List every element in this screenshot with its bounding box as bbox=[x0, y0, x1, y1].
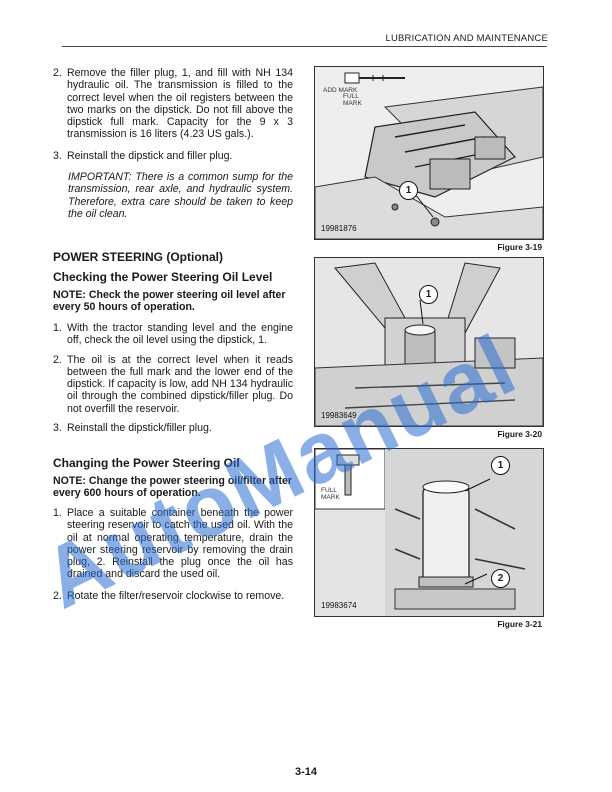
change-step-2: 2. Rotate the filter/reservoir clockwise… bbox=[53, 590, 293, 602]
subsection-heading-change: Changing the Power Steering Oil bbox=[53, 456, 240, 470]
figure-3-19-label: Figure 3-19 bbox=[497, 242, 542, 252]
step-text: Reinstall the dipstick/filler plug. bbox=[67, 422, 212, 435]
step-2: 2. Remove the filler plug, 1, and fill w… bbox=[53, 67, 293, 141]
subsection-heading-check: Checking the Power Steering Oil Level bbox=[53, 270, 273, 284]
step-text: With the tractor standing level and the … bbox=[67, 322, 293, 347]
change-note: NOTE: Change the power steering oil/filt… bbox=[53, 475, 292, 500]
step-number: 2. bbox=[53, 353, 62, 366]
running-header: LUBRICATION AND MAINTENANCE bbox=[385, 33, 548, 44]
figure-id: 19983649 bbox=[321, 411, 357, 420]
callout-1: 1 bbox=[399, 181, 418, 200]
step-text: Place a suitable container beneath the p… bbox=[67, 507, 293, 581]
check-step-3: 3. Reinstall the dipstick/filler plug. bbox=[53, 422, 293, 434]
step-text: Reinstall the dipstick and filler plug. bbox=[67, 149, 233, 162]
top-text-block: 2. Remove the filler plug, 1, and fill w… bbox=[53, 67, 293, 220]
check-steps: 1. With the tractor standing level and t… bbox=[53, 322, 293, 434]
step-number: 3. bbox=[53, 149, 62, 162]
figure-3-20-image: 1 19983649 bbox=[314, 257, 544, 427]
check-step-2: 2. The oil is at the correct level when … bbox=[53, 354, 293, 415]
step-3: 3. Reinstall the dipstick and filler plu… bbox=[53, 150, 293, 162]
step-number: 2. bbox=[53, 67, 62, 79]
callout-1: 1 bbox=[491, 456, 510, 475]
full-mark-label: FULL MARK bbox=[343, 93, 362, 107]
step-text: The oil is at the correct level when it … bbox=[67, 353, 293, 415]
full-mark-label: FULL MARK bbox=[321, 487, 340, 501]
filter-reservoir-illustration bbox=[315, 449, 543, 616]
change-step-1: 1. Place a suitable container beneath th… bbox=[53, 507, 293, 581]
check-note: NOTE: Check the power steering oil level… bbox=[53, 289, 286, 314]
step-number: 1. bbox=[53, 322, 62, 334]
step-number: 1. bbox=[53, 507, 62, 519]
transmission-illustration bbox=[315, 67, 543, 239]
add-mark-label: ADD MARK bbox=[323, 87, 358, 94]
figure-3-20-label: Figure 3-20 bbox=[497, 429, 542, 439]
callout-2: 2 bbox=[491, 569, 510, 588]
figure-id: 19981876 bbox=[321, 224, 357, 233]
figure-3-19-image: ADD MARK FULL MARK 1 19981876 bbox=[314, 66, 544, 240]
step-text: Rotate the filter/reservoir clockwise to… bbox=[67, 589, 285, 602]
step-text: Remove the filler plug, 1, and fill with… bbox=[67, 67, 293, 141]
check-step-1: 1. With the tractor standing level and t… bbox=[53, 322, 293, 347]
page-number: 3-14 bbox=[294, 766, 318, 778]
step-number: 3. bbox=[53, 422, 62, 435]
important-note: IMPORTANT: There is a common sump for th… bbox=[68, 171, 293, 220]
change-steps: 1. Place a suitable container beneath th… bbox=[53, 507, 293, 602]
header-rule bbox=[62, 46, 547, 47]
step-number: 2. bbox=[53, 589, 62, 602]
figure-3-21-image: FULL MARK 1 2 19983674 bbox=[314, 448, 544, 617]
figure-3-21-label: Figure 3-21 bbox=[497, 619, 542, 629]
section-heading: POWER STEERING (Optional) bbox=[53, 250, 223, 264]
callout-1: 1 bbox=[419, 285, 438, 304]
figure-id: 19983674 bbox=[321, 601, 357, 610]
